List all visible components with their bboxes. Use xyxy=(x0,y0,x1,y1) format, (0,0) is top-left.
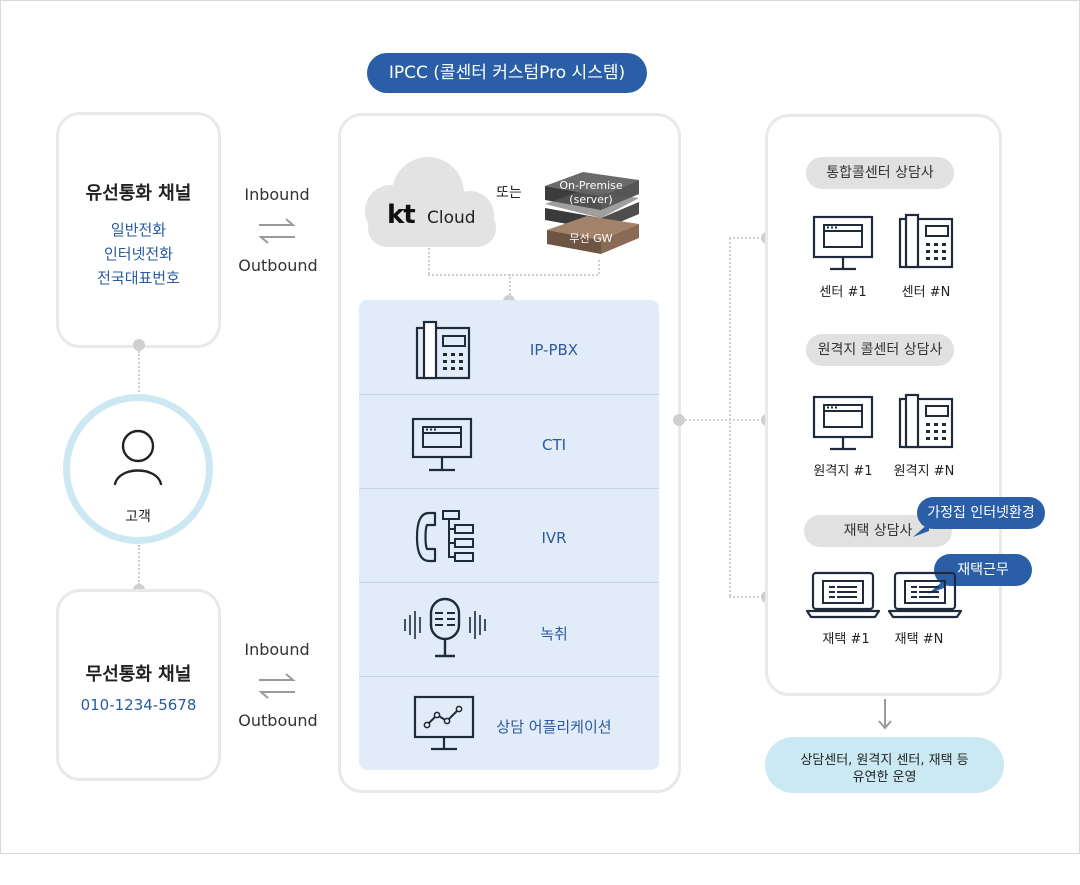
person-icon xyxy=(113,429,163,486)
component-row-cti: CTI xyxy=(359,395,659,489)
wireless-connector-line xyxy=(138,545,140,585)
wired-line-1: 일반전화 xyxy=(110,221,167,239)
row-divider xyxy=(359,582,659,583)
components-panel: IP-PBX CTI IVR xyxy=(359,300,659,770)
inbound-label-top: Inbound xyxy=(244,185,310,204)
component-row-recording: 녹취 xyxy=(359,583,659,677)
wireless-number: 010-1234-5678 xyxy=(80,696,197,714)
microphone-icon xyxy=(404,597,486,658)
ipcc-title: IPCC (콜센터 커스텀Pro 시스템) xyxy=(367,53,647,93)
server-label-1: On-Premise xyxy=(559,179,623,192)
customer-node: 고객 xyxy=(63,394,213,544)
component-row-ivr: IVR xyxy=(359,489,659,583)
cloud-icon xyxy=(365,157,496,247)
cloud-label: Cloud xyxy=(427,208,476,228)
cloud-connector-left xyxy=(428,248,430,274)
wired-connector-line xyxy=(138,351,140,396)
component-row-application: 상담 어플리케이션 xyxy=(359,677,659,771)
wireless-channel-title: 무선통화 채널 xyxy=(85,664,192,685)
remote-device-1: 원격지 #1 xyxy=(813,464,873,479)
server-connector-right xyxy=(598,260,600,274)
branch-top xyxy=(729,237,763,239)
desk-phone-icon xyxy=(898,213,954,269)
wired-connector-dot xyxy=(133,339,145,351)
row-divider xyxy=(359,676,659,677)
exchange-arrows-icon xyxy=(258,218,296,244)
monitor-icon xyxy=(411,417,473,472)
component-label: IP-PBX xyxy=(529,341,579,359)
laptop-icon xyxy=(887,571,963,619)
component-label: IVR xyxy=(541,529,567,547)
result-box: 상담센터, 원격지 센터, 재택 등 유연한 운영 xyxy=(765,737,1004,793)
integrated-agents-pill: 통합콜센터 상담사 xyxy=(806,157,954,189)
customer-label: 고객 xyxy=(125,509,151,525)
laptop-icon xyxy=(805,571,881,619)
monitor-icon xyxy=(812,395,874,451)
agents-card xyxy=(765,114,1002,696)
panel-connector xyxy=(509,274,511,298)
phone-tree-icon xyxy=(415,510,474,563)
kt-logo: kt xyxy=(387,200,416,230)
component-row-ip-pbx: IP-PBX xyxy=(359,300,659,394)
exchange-arrows-icon xyxy=(258,673,296,699)
inbound-label-bottom: Inbound xyxy=(244,640,310,659)
row-divider xyxy=(359,394,659,395)
center-right-connector xyxy=(685,419,763,421)
desk-phone-icon xyxy=(898,393,954,449)
home-device-n: 재택 #N xyxy=(894,632,944,647)
desk-phone-icon xyxy=(415,320,471,380)
bubble-tail-icon xyxy=(913,523,929,537)
component-label: 상담 어플리케이션 xyxy=(496,718,612,736)
gateway-label: 무선 GW xyxy=(569,232,613,245)
home-work-bubble: 재택근무 xyxy=(934,554,1032,586)
result-line-1: 상담센터, 원격지 센터, 재택 등 xyxy=(800,753,969,768)
remote-agents-pill: 원격지 콜센터 상담사 xyxy=(806,334,954,366)
branch-bottom xyxy=(729,596,763,598)
monitor-icon xyxy=(812,215,874,271)
integrated-device-n: 센터 #N xyxy=(901,285,951,300)
wired-line-3: 전국대표번호 xyxy=(97,269,180,287)
cloud-server-connector xyxy=(428,274,598,276)
wired-line-2: 인터넷전화 xyxy=(103,245,173,263)
branch-line xyxy=(729,238,731,596)
row-divider xyxy=(359,488,659,489)
component-label: 녹취 xyxy=(540,625,568,643)
home-internet-bubble: 가정집 인터넷환경 xyxy=(917,497,1045,529)
integrated-device-1: 센터 #1 xyxy=(819,285,867,300)
result-line-2: 유연한 운영 xyxy=(852,770,917,785)
center-right-dot xyxy=(673,414,685,426)
down-arrow-icon xyxy=(878,699,892,730)
chart-monitor-icon xyxy=(413,695,475,751)
wireless-channel-card: 무선통화 채널 010-1234-5678 xyxy=(56,589,221,781)
wired-channel-card: 유선통화 채널 일반전화 인터넷전화 전국대표번호 xyxy=(56,112,221,348)
component-label: CTI xyxy=(541,436,567,454)
on-premise-server-icon: On-Premise (server) 무선 GW xyxy=(543,168,643,260)
wired-channel-title: 유선통화 채널 xyxy=(85,183,192,204)
home-device-1: 재택 #1 xyxy=(822,632,870,647)
remote-device-n: 원격지 #N xyxy=(893,464,955,479)
outbound-label-top: Outbound xyxy=(238,256,318,275)
or-text: 또는 xyxy=(496,185,522,201)
server-label-2: (server) xyxy=(569,193,613,206)
outbound-label-bottom: Outbound xyxy=(238,711,318,730)
